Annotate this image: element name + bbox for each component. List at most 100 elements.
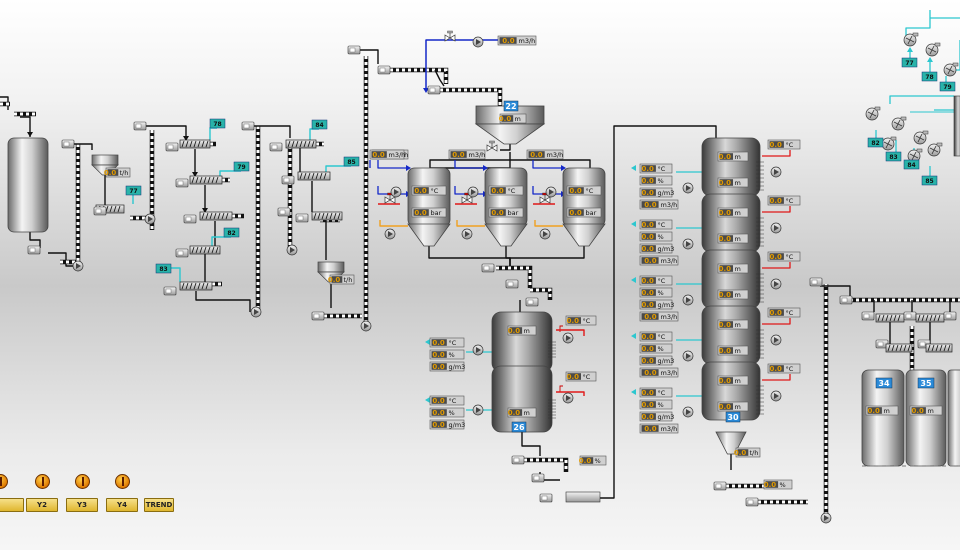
pump-icon[interactable] <box>472 344 484 356</box>
screw-feeder-icon[interactable] <box>179 139 211 149</box>
motor-icon[interactable] <box>269 142 283 152</box>
pump-icon[interactable] <box>562 332 574 344</box>
screw-feeder-icon[interactable] <box>285 139 317 149</box>
screw-feeder-icon[interactable] <box>179 281 213 291</box>
motor-icon[interactable] <box>505 279 519 289</box>
motor-icon[interactable] <box>745 497 759 507</box>
pump-icon[interactable] <box>682 294 694 306</box>
motor-icon[interactable] <box>183 214 197 224</box>
motor-icon[interactable] <box>281 175 295 185</box>
button-y3[interactable]: Y3 <box>66 498 98 512</box>
motor-icon[interactable] <box>809 277 823 287</box>
valve-icon[interactable] <box>444 30 456 42</box>
pump-icon[interactable] <box>562 392 574 404</box>
pump-icon[interactable] <box>472 36 484 48</box>
button-y4[interactable]: Y4 <box>106 498 138 512</box>
motor-icon[interactable] <box>277 207 291 217</box>
motor-icon[interactable] <box>27 245 41 255</box>
fan-icon[interactable] <box>907 148 923 163</box>
screw-feeder-icon[interactable] <box>199 211 233 221</box>
pump-icon[interactable] <box>144 213 156 225</box>
fan-icon[interactable] <box>891 116 907 131</box>
motor-icon[interactable] <box>347 45 361 55</box>
screw-feeder-icon[interactable] <box>311 211 343 221</box>
selector-knob-y4[interactable] <box>115 474 130 489</box>
pump-icon[interactable] <box>682 238 694 250</box>
fan-icon[interactable] <box>943 62 959 77</box>
motor-icon[interactable] <box>903 311 917 321</box>
screw-feeder-icon[interactable] <box>297 171 331 181</box>
valve-icon[interactable] <box>461 192 473 204</box>
motor-icon[interactable] <box>93 206 107 216</box>
selector-knob-y3[interactable] <box>75 474 90 489</box>
pump-icon[interactable] <box>820 512 832 524</box>
pump-icon[interactable] <box>682 350 694 362</box>
valve-icon[interactable] <box>486 140 498 152</box>
pump-icon[interactable] <box>770 278 782 290</box>
screw-feeder-icon[interactable] <box>885 343 913 353</box>
pump-icon[interactable] <box>390 186 402 198</box>
pump-icon[interactable] <box>461 228 473 240</box>
fan-icon[interactable] <box>925 42 941 57</box>
screw-feeder-icon[interactable] <box>915 313 945 323</box>
pump-icon[interactable] <box>472 404 484 416</box>
motor-icon[interactable] <box>165 142 179 152</box>
motor-icon[interactable] <box>163 286 177 296</box>
pump-icon[interactable] <box>467 186 479 198</box>
motor-icon[interactable] <box>539 493 553 503</box>
pump-icon[interactable] <box>682 406 694 418</box>
motor-icon[interactable] <box>511 455 525 465</box>
screw-feeder-icon[interactable] <box>189 175 223 185</box>
pump-icon[interactable] <box>545 186 557 198</box>
pump-icon[interactable] <box>770 222 782 234</box>
pump-icon[interactable] <box>384 228 396 240</box>
motor-icon[interactable] <box>713 481 727 491</box>
readout-value: 0.0 <box>644 313 657 321</box>
motor-icon[interactable] <box>861 311 875 321</box>
pump-icon[interactable] <box>682 182 694 194</box>
button-trend[interactable]: TREND <box>144 498 174 512</box>
fan-icon[interactable] <box>903 32 919 47</box>
motor-icon[interactable] <box>525 297 539 307</box>
motor-icon[interactable] <box>875 339 889 349</box>
pump-icon[interactable] <box>770 334 782 346</box>
motor-icon[interactable] <box>377 65 391 75</box>
pump-icon[interactable] <box>360 320 372 332</box>
pump-icon[interactable] <box>250 306 262 318</box>
motor-icon[interactable] <box>481 263 495 273</box>
readout-display <box>641 245 656 252</box>
motor-icon[interactable] <box>175 248 189 258</box>
valve-icon[interactable] <box>539 192 551 204</box>
motor-window <box>379 67 386 73</box>
motor-icon[interactable] <box>175 178 189 188</box>
pump-icon[interactable] <box>770 166 782 178</box>
pump-icon[interactable] <box>539 228 551 240</box>
motor-icon[interactable] <box>133 121 147 131</box>
motor-icon[interactable] <box>295 213 309 223</box>
motor-icon[interactable] <box>943 311 957 321</box>
readout-unit: bar <box>586 209 597 217</box>
fan-icon[interactable] <box>881 136 897 151</box>
pump-icon[interactable] <box>286 244 298 256</box>
motor-icon[interactable] <box>311 311 325 321</box>
selector-knob-y2[interactable] <box>35 474 50 489</box>
screw-feeder-icon[interactable] <box>189 245 221 255</box>
button-y2[interactable]: Y2 <box>26 498 58 512</box>
button-y1[interactable] <box>0 498 24 512</box>
fan-icon[interactable] <box>927 142 943 157</box>
motor-icon[interactable] <box>241 121 255 131</box>
pump-icon[interactable] <box>72 260 84 272</box>
motor-icon[interactable] <box>531 473 545 483</box>
pump-icon[interactable] <box>770 390 782 402</box>
motor-icon[interactable] <box>61 139 75 149</box>
screw-feeder-icon[interactable] <box>875 313 905 323</box>
valve-icon[interactable] <box>384 192 396 204</box>
feeder-flight <box>211 246 215 254</box>
motor-icon[interactable] <box>839 295 853 305</box>
screw-feeder-icon[interactable] <box>925 343 953 353</box>
fan-icon[interactable] <box>865 106 881 121</box>
motor-icon[interactable] <box>427 85 441 95</box>
fan-icon[interactable] <box>913 130 929 145</box>
